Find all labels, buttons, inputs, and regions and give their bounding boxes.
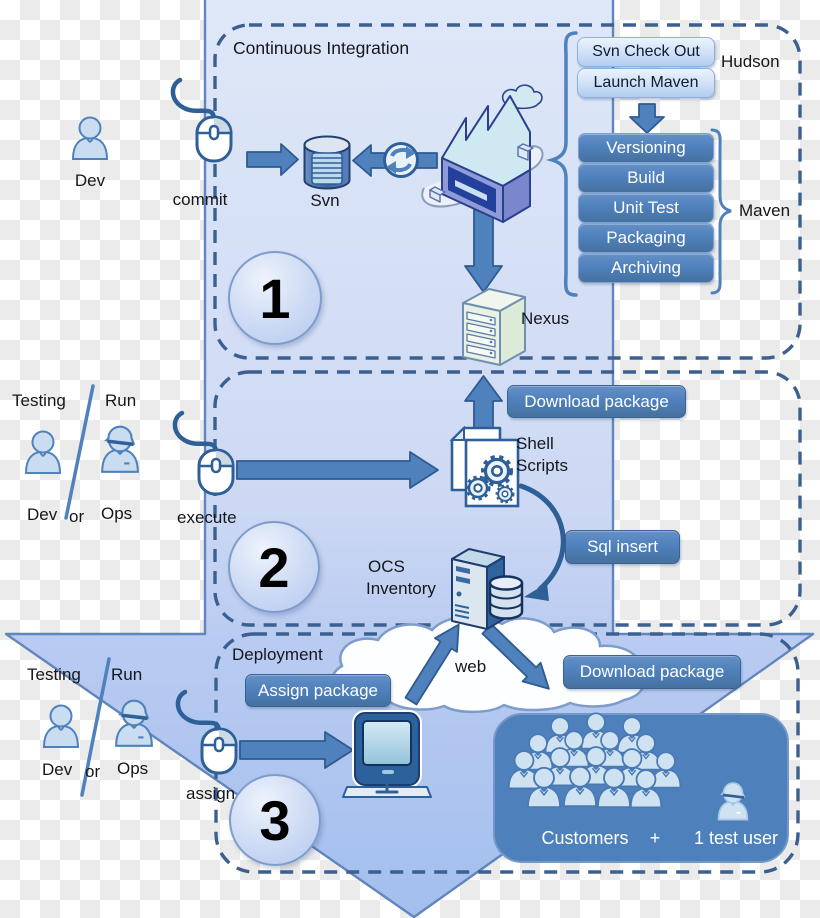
web-label: web — [455, 657, 487, 676]
step-3-badge: 3 — [229, 774, 321, 866]
run-label-2: Run — [105, 391, 137, 410]
dev-label-3: Dev — [42, 760, 73, 779]
testing-label-2: Testing — [12, 391, 66, 410]
dev-label-1: Dev — [74, 171, 106, 190]
commit-label: commit — [172, 190, 228, 209]
ops-label-3: Ops — [117, 759, 149, 778]
test-user-icon — [717, 782, 749, 821]
ocs-inventory-icon — [451, 548, 524, 630]
assign-arrow — [239, 731, 354, 769]
cloud-down-arrow — [481, 623, 550, 690]
plus-label: + — [649, 828, 661, 848]
shell-label-line2: Scripts — [516, 456, 568, 475]
execute-label: execute — [177, 508, 237, 527]
dev-icon-3 — [43, 704, 79, 748]
execute-arrow — [236, 451, 439, 489]
hudson-label: Hudson — [721, 52, 780, 71]
sql-insert-arrow — [518, 483, 566, 601]
dev-label-2: Dev — [27, 505, 58, 524]
ops-icon-2 — [100, 425, 140, 474]
shell-label-line1: Shell — [516, 434, 554, 453]
download-up-arrow — [464, 375, 503, 429]
maven-task-unit-test: Unit Test — [578, 193, 714, 223]
dev-icon-2 — [25, 430, 61, 474]
maven-task-packaging: Packaging — [578, 223, 714, 253]
or-label-3: or — [85, 762, 101, 781]
hudson-to-maven-arrow — [629, 103, 665, 134]
testing-label-3: Testing — [27, 665, 81, 684]
assign-label: assign — [186, 784, 236, 803]
maven-task-build: Build — [578, 163, 714, 193]
testing-run-divider-3 — [80, 657, 111, 797]
step-1-badge: 1 — [228, 251, 322, 345]
flow-arrows — [236, 103, 665, 769]
maven-brace — [710, 128, 732, 295]
shell-scripts-icon — [449, 425, 520, 508]
or-label-2: or — [69, 507, 85, 526]
deployment-stage-title: Deployment — [232, 645, 323, 664]
download-package-button-1: Download package — [507, 385, 686, 418]
test-user-label: 1 test user — [693, 828, 779, 848]
ocs-label-line1: OCS — [368, 557, 405, 576]
download-package-button-2: Download package — [563, 655, 741, 689]
svn-checkout-button: Svn Check Out — [577, 37, 715, 67]
run-label-3: Run — [111, 665, 143, 684]
maven-label: Maven — [739, 201, 791, 220]
testing-run-divider-2 — [64, 384, 95, 520]
cloud-up-arrow — [404, 623, 460, 706]
factory-icon — [421, 84, 544, 223]
customers-label: Customers — [541, 828, 629, 848]
maven-task-archiving: Archiving — [578, 253, 714, 283]
hudson-brace — [545, 31, 578, 297]
ops-label-2: Ops — [101, 504, 133, 523]
svn-repository-icon — [303, 135, 351, 190]
launch-maven-button: Launch Maven — [577, 68, 715, 98]
deploy-computer-icon — [342, 710, 432, 798]
maven-task-versioning: Versioning — [578, 133, 714, 163]
commit-arrow — [246, 143, 299, 176]
sql-insert-button: Sql insert — [565, 530, 680, 564]
svn-label: Svn — [310, 191, 340, 210]
ci-stage-title: Continuous Integration — [233, 38, 410, 58]
nexus-label: Nexus — [521, 309, 570, 328]
step-2-badge: 2 — [228, 521, 320, 613]
ocs-label-line2: Inventory — [366, 579, 436, 598]
assign-package-button: Assign package — [245, 674, 391, 707]
sync-icon — [383, 142, 419, 178]
nexus-server-icon — [462, 288, 526, 366]
dev-icon-1 — [72, 116, 108, 160]
